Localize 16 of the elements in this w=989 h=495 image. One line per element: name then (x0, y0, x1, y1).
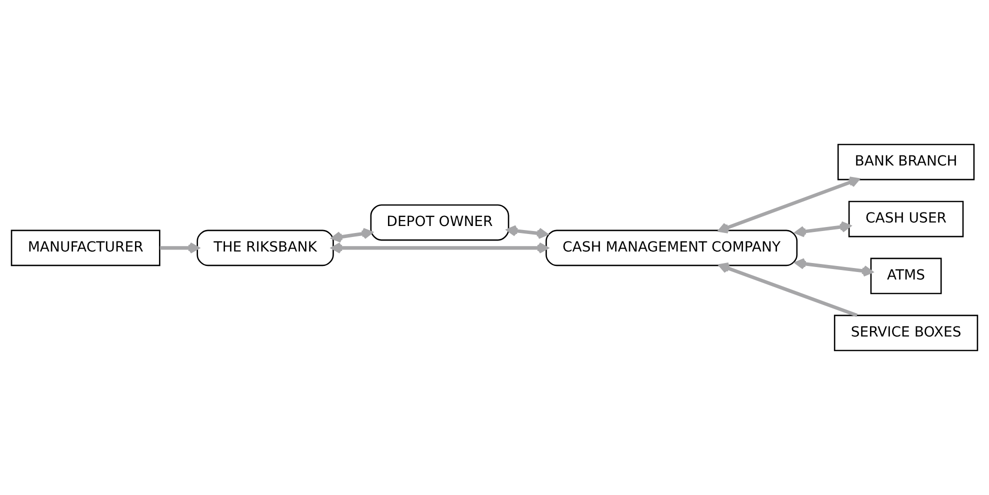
arrow (332, 228, 372, 243)
node-box: BANK BRANCH (837, 144, 975, 180)
node-box: DEPOT OWNER (370, 204, 510, 241)
arrow (718, 262, 858, 318)
arrow (795, 221, 851, 238)
arrow (160, 242, 199, 254)
arrow (718, 176, 860, 234)
node-box: ATMS (870, 258, 942, 294)
node-box: MANUFACTURER (10, 230, 160, 266)
node-box: THE RIKSBANK (196, 230, 334, 266)
node-box: SERVICE BOXES (834, 314, 978, 352)
arrow (332, 242, 548, 254)
arrow (506, 225, 548, 240)
node-box: CASH USER (848, 200, 964, 238)
node-box: CASH MANAGEMENT COMPANY (546, 230, 798, 266)
arrow (795, 258, 873, 277)
